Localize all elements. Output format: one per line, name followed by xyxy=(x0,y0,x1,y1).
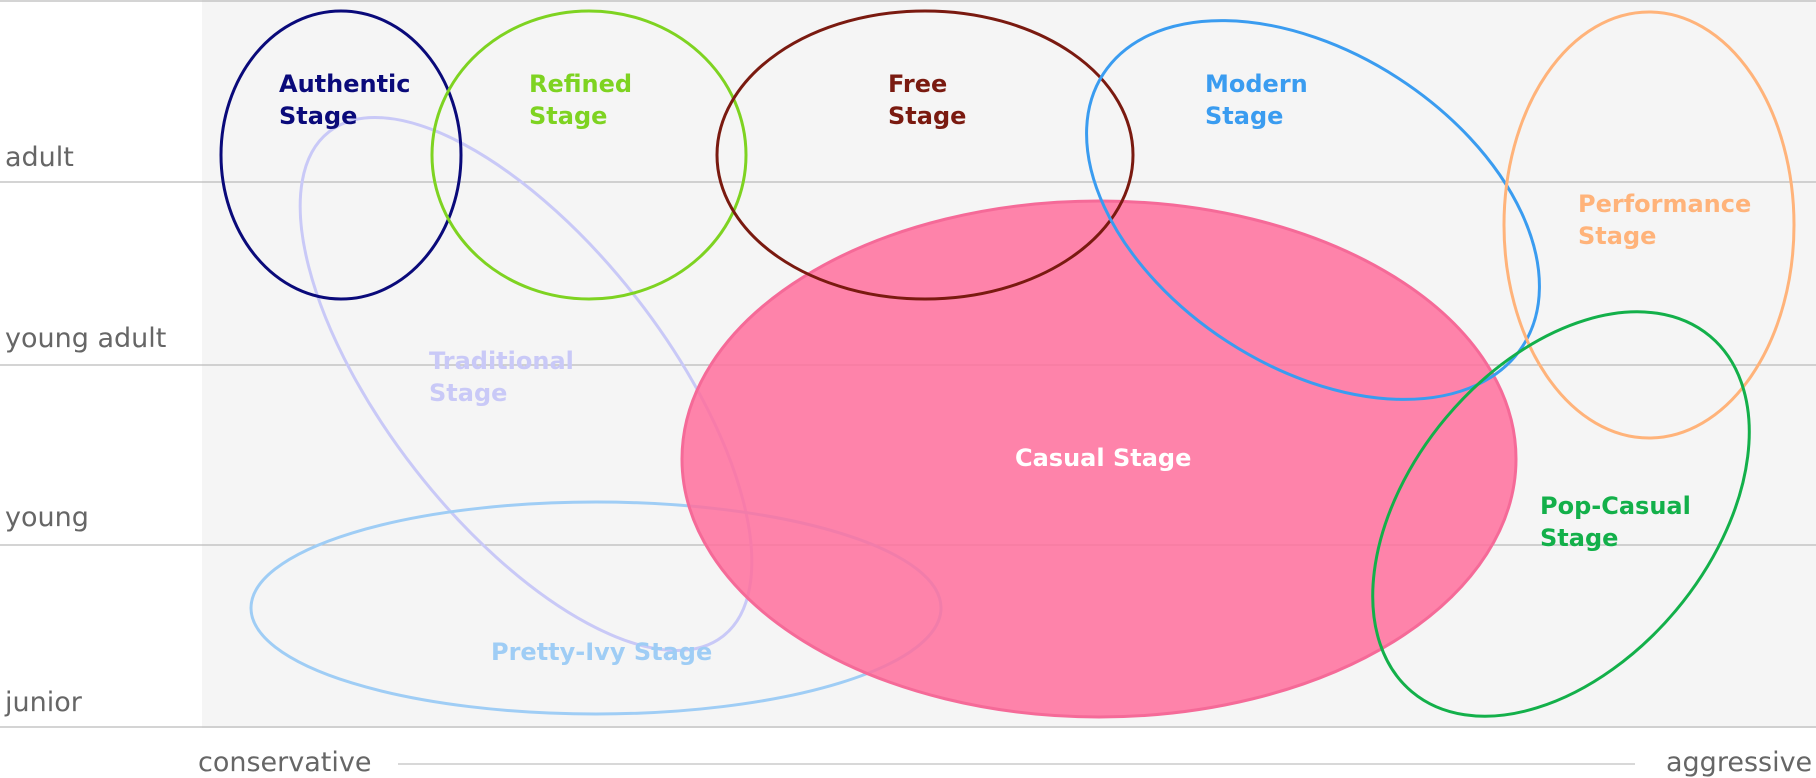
y-label-adult: adult xyxy=(5,142,74,173)
y-label-junior: junior xyxy=(4,687,83,718)
x-label-conservative: conservative xyxy=(198,747,371,778)
traditional-stage-label: Traditional Stage xyxy=(429,347,582,407)
modern-stage-ellipse xyxy=(1085,19,1541,401)
casual-stage-label: Casual Stage xyxy=(1015,444,1191,472)
performance-stage-ellipse xyxy=(1502,10,1796,440)
y-label-young: young xyxy=(5,502,89,533)
free-stage-ellipse xyxy=(715,9,1135,301)
pop-casual-stage-label: Pop-Casual Stage xyxy=(1540,492,1699,552)
pretty-ivy-stage-label: Pretty-Ivy Stage xyxy=(491,638,712,666)
y-axis-labels: adult young adult young junior xyxy=(4,142,166,718)
authentic-stage-label: Authentic Stage xyxy=(279,70,419,130)
casual-stage-ellipse xyxy=(680,199,1518,719)
modern-stage-label: Modern Stage xyxy=(1205,70,1316,130)
y-label-young-adult: young adult xyxy=(5,323,166,354)
stage-labels: Traditional Stage Pretty-Ivy Stage Casua… xyxy=(279,70,1760,666)
pop-casual-stage-ellipse xyxy=(1371,310,1751,718)
stage-ellipses xyxy=(219,9,1796,719)
authentic-stage-ellipse xyxy=(219,9,463,301)
traditional-stage-ellipse xyxy=(298,116,754,652)
x-axis: conservative aggressive xyxy=(198,747,1812,778)
x-label-aggressive: aggressive xyxy=(1666,747,1812,778)
performance-stage-label: Performance Stage xyxy=(1578,190,1760,250)
free-stage-label: Free Stage xyxy=(888,70,966,130)
refined-stage-label: Refined Stage xyxy=(529,70,640,130)
refined-stage-ellipse xyxy=(430,9,748,301)
